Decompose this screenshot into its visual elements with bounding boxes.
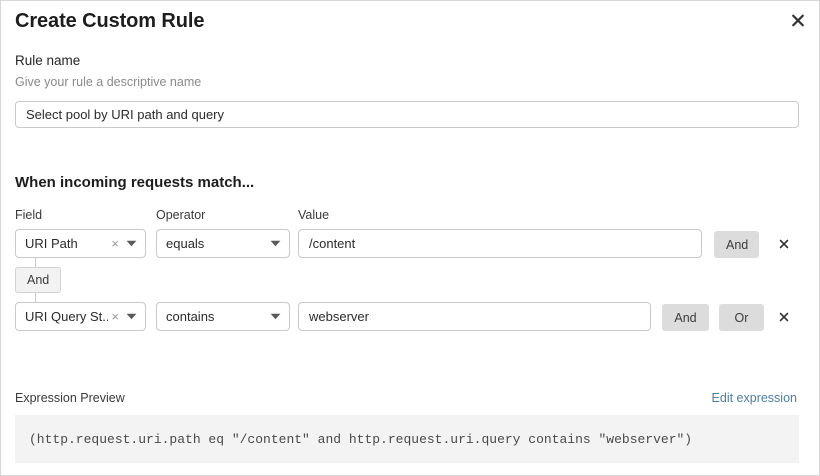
operator-select-row-2-value: contains (166, 309, 215, 324)
chevron-down-icon[interactable] (126, 313, 139, 320)
operator-select-row-1-value: equals (166, 236, 205, 251)
operator-select-row-1[interactable]: equals (156, 229, 290, 258)
value-input-row-1[interactable] (298, 229, 702, 258)
field-select-row-1[interactable]: URI Path × (15, 229, 146, 258)
column-header-value: Value (298, 208, 330, 222)
rule-name-help-text: Give your rule a descriptive name (15, 75, 202, 89)
rule-name-input[interactable] (15, 101, 799, 128)
value-input-row-2[interactable] (298, 302, 651, 331)
chevron-down-icon[interactable] (270, 313, 283, 320)
close-icon[interactable] (785, 7, 811, 33)
clear-icon[interactable]: × (111, 309, 119, 324)
and-button-row-1[interactable]: And (714, 231, 759, 258)
field-select-row-2[interactable]: URI Query St... × (15, 302, 146, 331)
clear-icon[interactable]: × (111, 236, 119, 251)
or-button-row-2[interactable]: Or (719, 304, 764, 331)
chevron-down-icon[interactable] (126, 240, 139, 247)
column-header-field: Field (15, 208, 43, 222)
expression-preview-code: (http.request.uri.path eq "/content" and… (15, 415, 799, 463)
chevron-down-icon[interactable] (270, 240, 283, 247)
page-title: Create Custom Rule (15, 10, 205, 32)
match-section-heading: When incoming requests match... (15, 174, 255, 191)
field-select-row-2-value: URI Query St... (25, 309, 109, 324)
field-select-row-1-value: URI Path (25, 236, 78, 251)
edit-expression-link[interactable]: Edit expression (711, 391, 797, 405)
operator-select-row-2[interactable]: contains (156, 302, 290, 331)
rule-name-label: Rule name (15, 53, 81, 68)
column-header-operator: Operator (156, 208, 206, 222)
delete-row-1-icon[interactable] (773, 233, 795, 255)
connector-and-badge[interactable]: And (15, 267, 62, 293)
expression-preview-label: Expression Preview (15, 391, 125, 405)
and-button-row-2[interactable]: And (662, 304, 709, 331)
delete-row-2-icon[interactable] (773, 306, 795, 328)
